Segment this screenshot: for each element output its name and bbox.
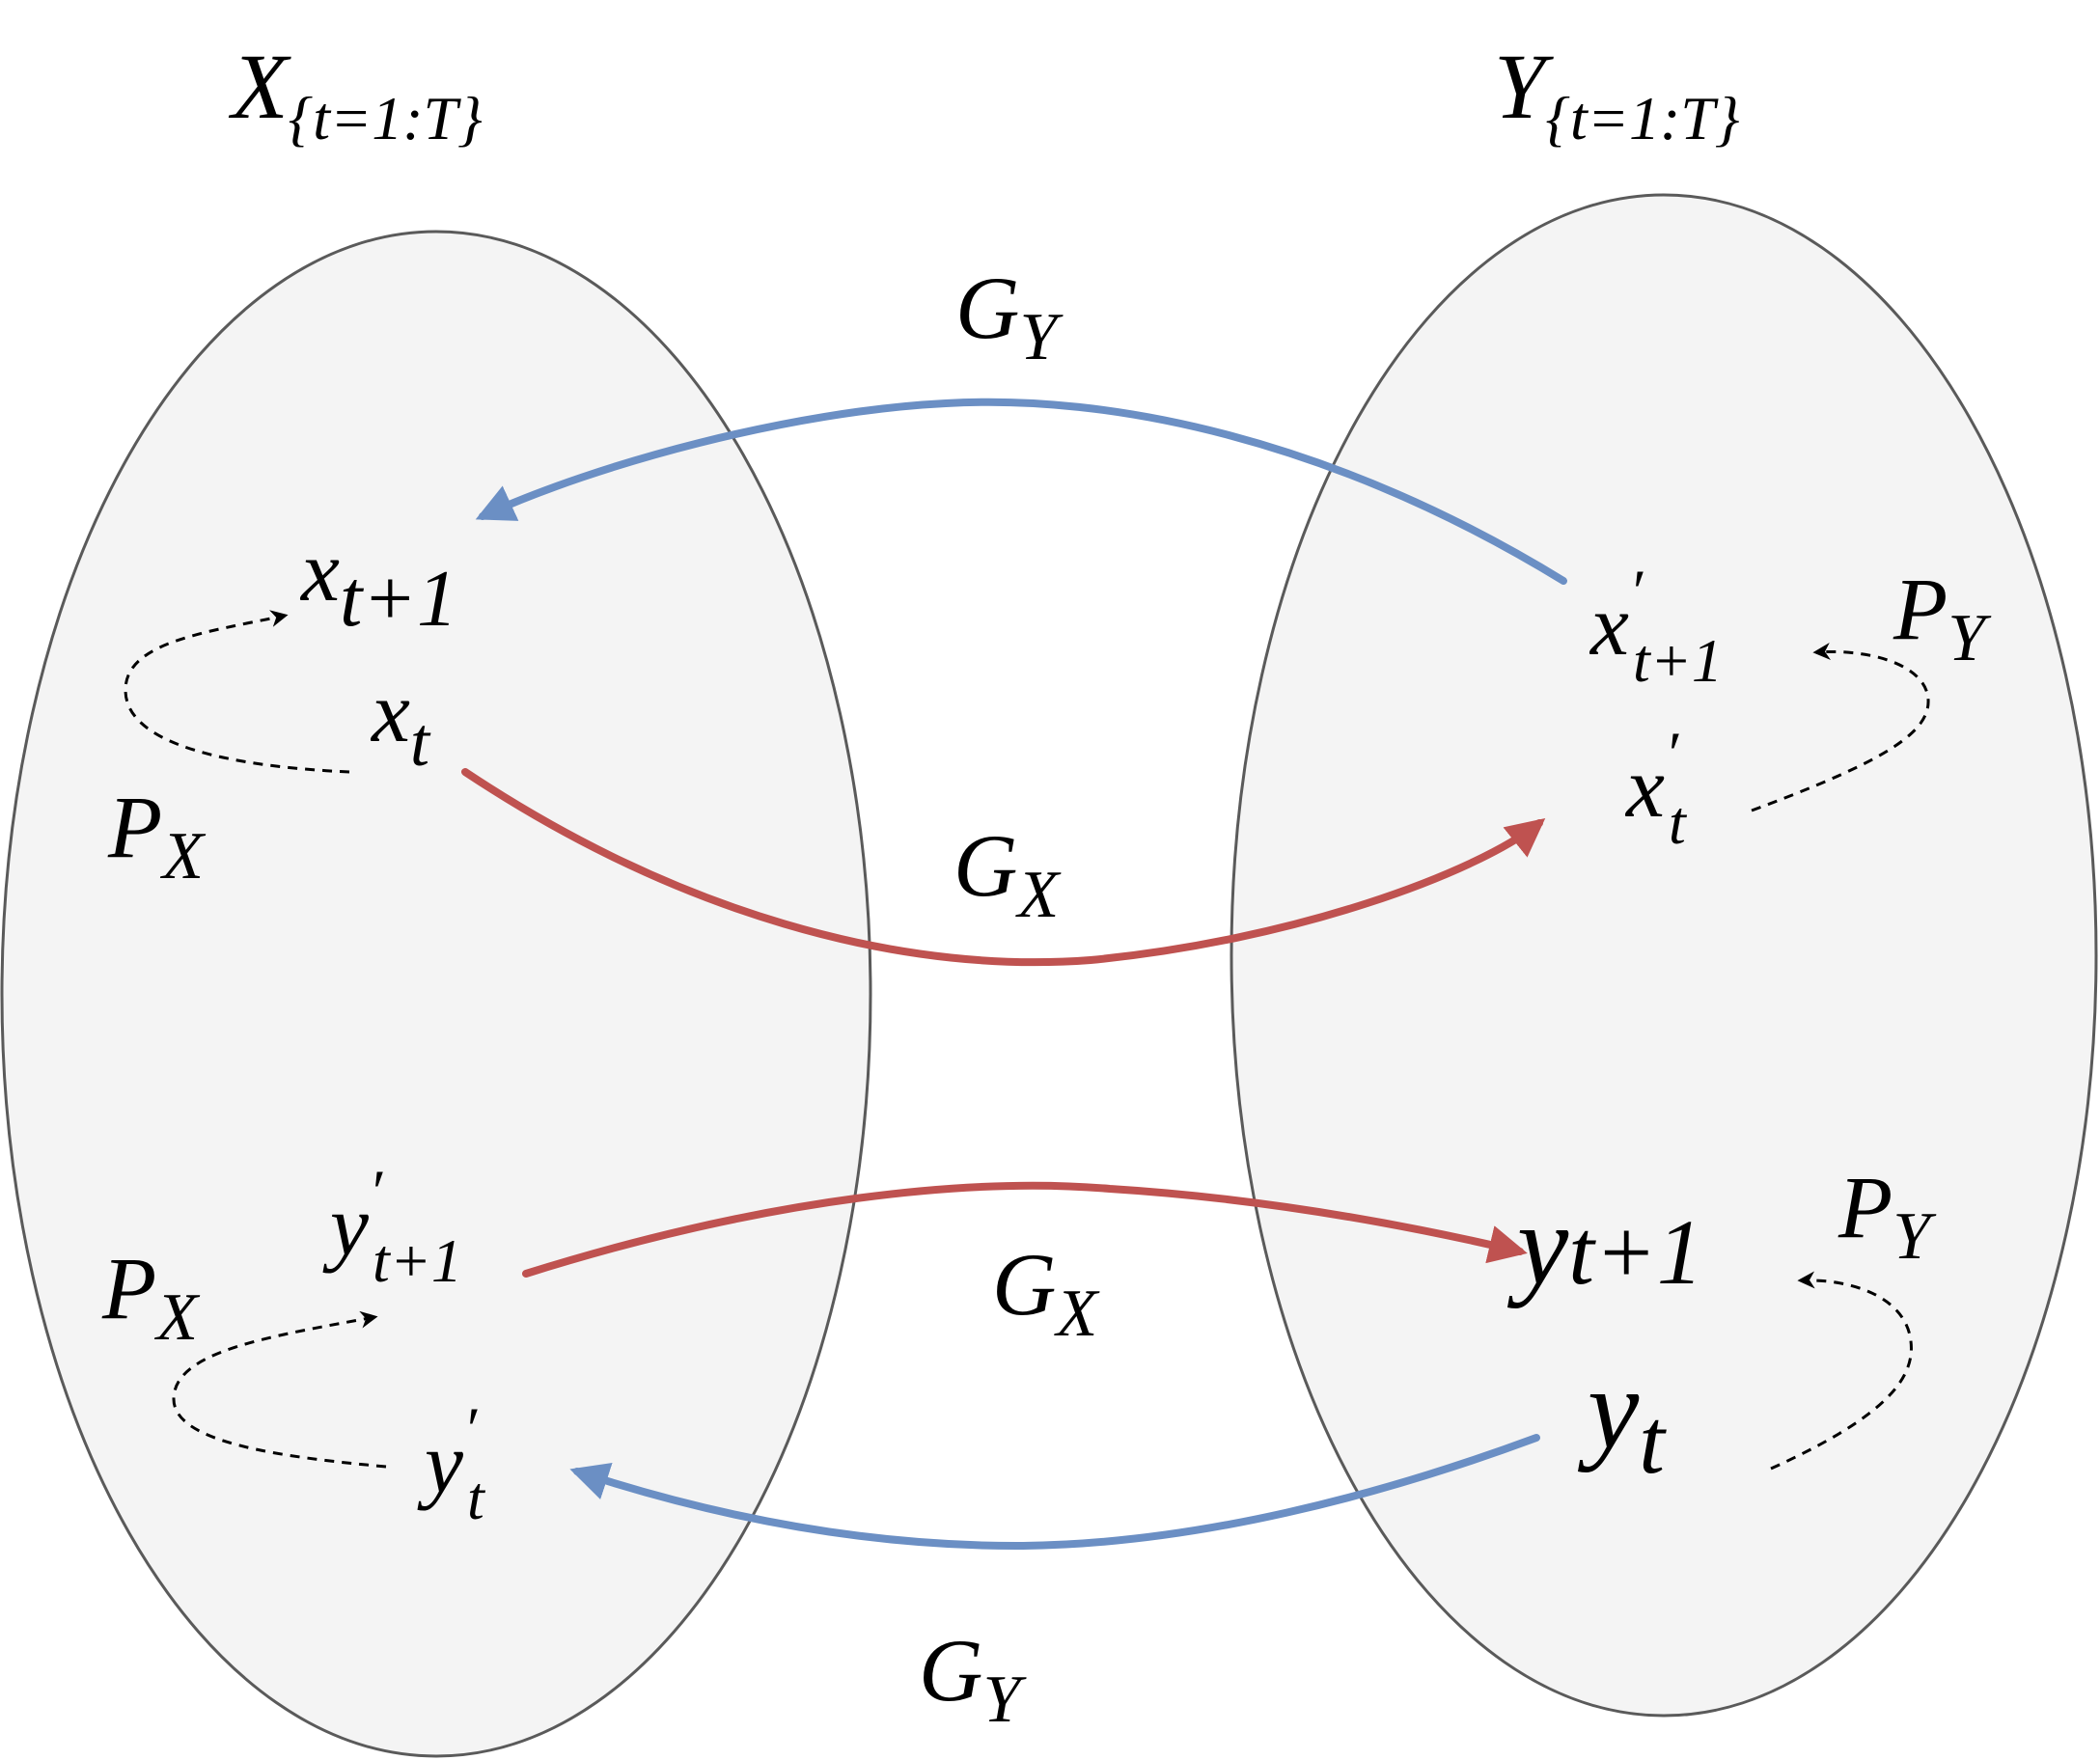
p-x-bottom-predictor <box>172 1310 387 1469</box>
p-x-top-predictor <box>124 610 350 774</box>
node-y-t-plus-1: yt+1 <box>1506 1180 1703 1308</box>
p-y-bottom-predictor <box>1770 1271 1913 1471</box>
label-g-y-top: GY <box>955 259 1064 374</box>
node-y-prime-t-plus-1: y′t+1 <box>322 1157 462 1295</box>
g-x-bottom-arrow <box>522 1181 1528 1278</box>
label-g-y-bottom: GY <box>919 1621 1027 1737</box>
node-y-prime-t: y′t <box>417 1394 486 1532</box>
label-p-x-top: PX <box>107 778 207 894</box>
g-y-bottom-arrow <box>569 1434 1540 1551</box>
domain-y-title: Y{t=1:T} <box>1494 35 1740 152</box>
domain-x-ellipse <box>0 230 872 1758</box>
node-x-prime-t-plus-1: x′t+1 <box>1589 557 1723 695</box>
node-x-t: xt <box>370 665 431 781</box>
label-p-y-bottom: PY <box>1838 1158 1937 1274</box>
label-p-y-top: PY <box>1893 560 1992 675</box>
p-y-top-predictor <box>1751 643 1930 812</box>
node-x-prime-t: x′t <box>1624 719 1688 857</box>
domain-y-ellipse <box>1230 193 2098 1718</box>
label-g-x-bottom: GX <box>992 1235 1100 1351</box>
label-p-x-bottom: PX <box>101 1239 201 1355</box>
g-x-top-arrow <box>461 768 1546 967</box>
domain-x-title: X{t=1:T} <box>228 35 483 152</box>
g-y-top-arrow <box>475 398 1567 585</box>
label-g-x-top: GX <box>953 816 1062 932</box>
node-x-t-plus-1: xt+1 <box>299 524 457 644</box>
node-y-t: yt <box>1577 1344 1667 1493</box>
